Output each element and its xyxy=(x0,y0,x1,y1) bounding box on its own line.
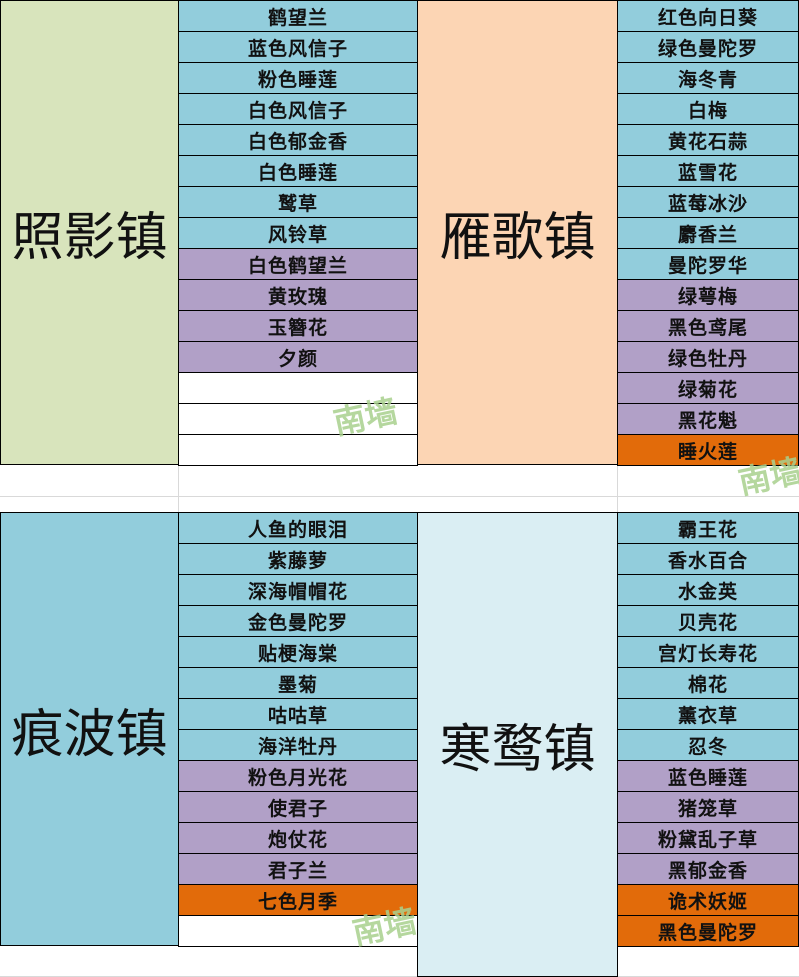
flower-cell: 金色曼陀罗 xyxy=(178,605,418,637)
flower-cell: 白色郁金香 xyxy=(178,124,418,156)
flower-cell: 猪笼草 xyxy=(617,791,799,823)
flower-cell: 黑色鸢尾 xyxy=(617,310,799,342)
flower-cell: 使君子 xyxy=(178,791,418,823)
flower-cell: 粉色月光花 xyxy=(178,760,418,792)
flower-cell: 咕咕草 xyxy=(178,698,418,730)
flower-cell: 鹫草 xyxy=(178,186,418,218)
flower-cell: 黄花石蒜 xyxy=(617,124,799,156)
grid-line xyxy=(178,464,179,512)
grid-line xyxy=(0,496,799,497)
flower-cell: 绿菊花 xyxy=(617,372,799,404)
flower-cell: 蓝雪花 xyxy=(617,155,799,187)
flower-cell: 深海帽帽花 xyxy=(178,574,418,606)
flower-cell: 绿色牡丹 xyxy=(617,341,799,373)
flower-cell: 海洋牡丹 xyxy=(178,729,418,761)
flower-cell: 麝香兰 xyxy=(617,217,799,249)
flower-cell: 风铃草 xyxy=(178,217,418,249)
flower-cell: 薰衣草 xyxy=(617,698,799,730)
flower-cell: 粉色睡莲 xyxy=(178,62,418,94)
town-label-zhaoying: 照影镇 xyxy=(0,0,179,465)
town-label-hanwu: 寒鹜镇 xyxy=(417,512,618,977)
flower-cell: 霸王花 xyxy=(617,512,799,544)
town-label-henbo: 痕波镇 xyxy=(0,512,179,946)
flower-cell: 诡术妖姬 xyxy=(617,884,799,916)
flower-cell: 宫灯长寿花 xyxy=(617,636,799,668)
flower-cell: 贴梗海棠 xyxy=(178,636,418,668)
flower-cell: 黑色曼陀罗 xyxy=(617,915,799,947)
flower-cell: 蓝色睡莲 xyxy=(617,760,799,792)
flower-cell: 绿色曼陀罗 xyxy=(617,31,799,63)
flower-cell: 贝壳花 xyxy=(617,605,799,637)
flower-cell: 夕颜 xyxy=(178,341,418,373)
flower-cell: 炮仗花 xyxy=(178,822,418,854)
flower-cell: 黄玫瑰 xyxy=(178,279,418,311)
flower-cell: 曼陀罗华 xyxy=(617,248,799,280)
flower-cell: 粉黛乱子草 xyxy=(617,822,799,854)
flower-cell: 白色睡莲 xyxy=(178,155,418,187)
flower-cell: 棉花 xyxy=(617,667,799,699)
flower-cell: 君子兰 xyxy=(178,853,418,885)
flower-cell: 水金英 xyxy=(617,574,799,606)
flower-cell: 红色向日葵 xyxy=(617,0,799,32)
empty-cell xyxy=(178,372,418,404)
flower-cell: 人鱼的眼泪 xyxy=(178,512,418,544)
flower-cell: 蓝色风信子 xyxy=(178,31,418,63)
flower-cell: 香水百合 xyxy=(617,543,799,575)
flower-cell: 海冬青 xyxy=(617,62,799,94)
flower-cell: 蓝莓冰沙 xyxy=(617,186,799,218)
flower-cell: 鹤望兰 xyxy=(178,0,418,32)
town-label-yange: 雁歌镇 xyxy=(417,0,618,465)
grid-line xyxy=(617,464,618,512)
flower-cell: 玉簪花 xyxy=(178,310,418,342)
flower-cell: 睡火莲 xyxy=(617,434,799,466)
empty-cell xyxy=(178,434,418,466)
flower-cell: 白色风信子 xyxy=(178,93,418,125)
flower-cell: 忍冬 xyxy=(617,729,799,761)
flower-cell: 紫藤萝 xyxy=(178,543,418,575)
empty-cell xyxy=(178,915,418,947)
flower-cell: 白梅 xyxy=(617,93,799,125)
flower-cell: 白色鹤望兰 xyxy=(178,248,418,280)
flower-cell: 黑郁金香 xyxy=(617,853,799,885)
flower-cell: 墨菊 xyxy=(178,667,418,699)
flower-cell: 绿萼梅 xyxy=(617,279,799,311)
flower-cell: 黑花魁 xyxy=(617,403,799,435)
